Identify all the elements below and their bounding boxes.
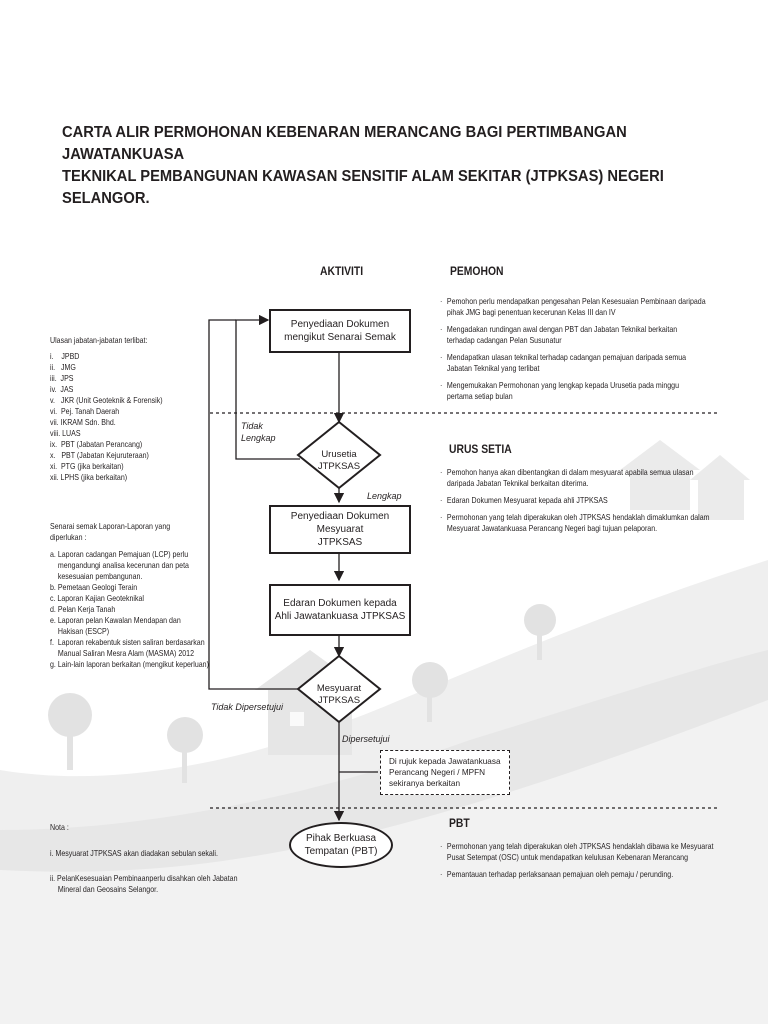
label-tidak: Tidak [241, 421, 263, 431]
list-item: mengandungi analisa kecerunan dan peta [50, 560, 209, 571]
pemohon-list: Pemohon perlu mendapatkan pengesahan Pel… [440, 296, 707, 408]
list-item: Manual Saliran Mesra Alam (MASMA) 2012 [50, 648, 209, 659]
list-item: Mengadakan rundingan awal dengan PBT dan… [440, 324, 707, 346]
label-tidak-dipersetujui: Tidak Dipersetujui [211, 702, 283, 712]
list-item: f. Laporan rekabentuk sisten saliran ber… [50, 637, 209, 648]
urus-setia-list: Pemohon hanya akan dibentangkan di dalam… [440, 467, 715, 540]
list-item: g. Lain-lain laporan berkaitan (mengikut… [50, 659, 209, 670]
senarai-semak-heading: Senarai semak Laporan-Laporan yang diper… [50, 521, 170, 543]
list-item: ii. JMG [50, 362, 163, 373]
list-item: xi. PTG (jika berkaitan) [50, 461, 163, 472]
list-item: d. Pelan Kerja Tanah [50, 604, 209, 615]
list-item: c. Laporan Kajian Geoteknikal [50, 593, 209, 604]
list-item: x. PBT (Jabatan Kejuruteraan) [50, 450, 163, 461]
label-lengkap: Lengkap [367, 491, 402, 501]
list-item: iii. JPS [50, 373, 163, 384]
list-item: Pemohon hanya akan dibentangkan di dalam… [440, 467, 715, 489]
list-item: Pemohon perlu mendapatkan pengesahan Pel… [440, 296, 707, 318]
list-item: a. Laporan cadangan Pemajuan (LCP) perlu [50, 549, 209, 560]
pbt-list: Permohonan yang telah diperakukan oleh J… [440, 841, 715, 886]
list-item: viii. LUAS [50, 428, 163, 439]
ulasan-list: i. JPBD ii. JMG iii. JPS iv. JAS v. JKR … [50, 351, 163, 483]
list-item: Permohonan yang telah diperakukan oleh J… [440, 841, 715, 863]
list-item: xii. LPHS (jika berkaitan) [50, 472, 163, 483]
list-item: i. JPBD [50, 351, 163, 362]
list-item: Hakisan (ESCP) [50, 626, 209, 637]
pbt-heading: PBT [449, 818, 470, 830]
nota-item-ii: ii. PelanKesesuaian Pembinaanperlu disah… [50, 873, 238, 895]
list-item: b. Pemetaan Geologi Terain [50, 582, 209, 593]
list-item: Mengemukakan Permohonan yang lengkap kep… [440, 380, 707, 402]
list-item: Permohonan yang telah diperakukan oleh J… [440, 512, 715, 534]
list-item: ix. PBT (Jabatan Perancang) [50, 439, 163, 450]
ulasan-heading: Ulasan jabatan-jabatan terlibat: [50, 335, 147, 346]
nota-heading: Nota : [50, 822, 69, 833]
list-item: kesesuaian pembangunan. [50, 571, 209, 582]
urus-setia-heading: URUS SETIA [449, 444, 512, 456]
nota-item-i: i. Mesyuarat JTPKSAS akan diadakan sebul… [50, 848, 218, 859]
note-rujuk-jawatankuasa: Di rujuk kepada Jawatankuasa Perancang N… [380, 750, 510, 795]
list-item: Pemantauan terhadap perlaksanaan pemajua… [440, 869, 715, 880]
list-item: vi. Pej. Tanah Daerah [50, 406, 163, 417]
list-item: Edaran Dokumen Mesyuarat kepada ahli JTP… [440, 495, 715, 506]
label-dipersetujui: Dipersetujui [342, 734, 390, 744]
list-item: iv. JAS [50, 384, 163, 395]
list-item: Mendapatkan ulasan teknikal terhadap cad… [440, 352, 707, 374]
senarai-semak-list: a. Laporan cadangan Pemajuan (LCP) perlu… [50, 549, 209, 670]
list-item: e. Laporan pelan Kawalan Mendapan dan [50, 615, 209, 626]
list-item: vii. IKRAM Sdn. Bhd. [50, 417, 163, 428]
label-lengkap-tidak: Lengkap [241, 433, 276, 443]
list-item: v. JKR (Unit Geoteknik & Forensik) [50, 395, 163, 406]
